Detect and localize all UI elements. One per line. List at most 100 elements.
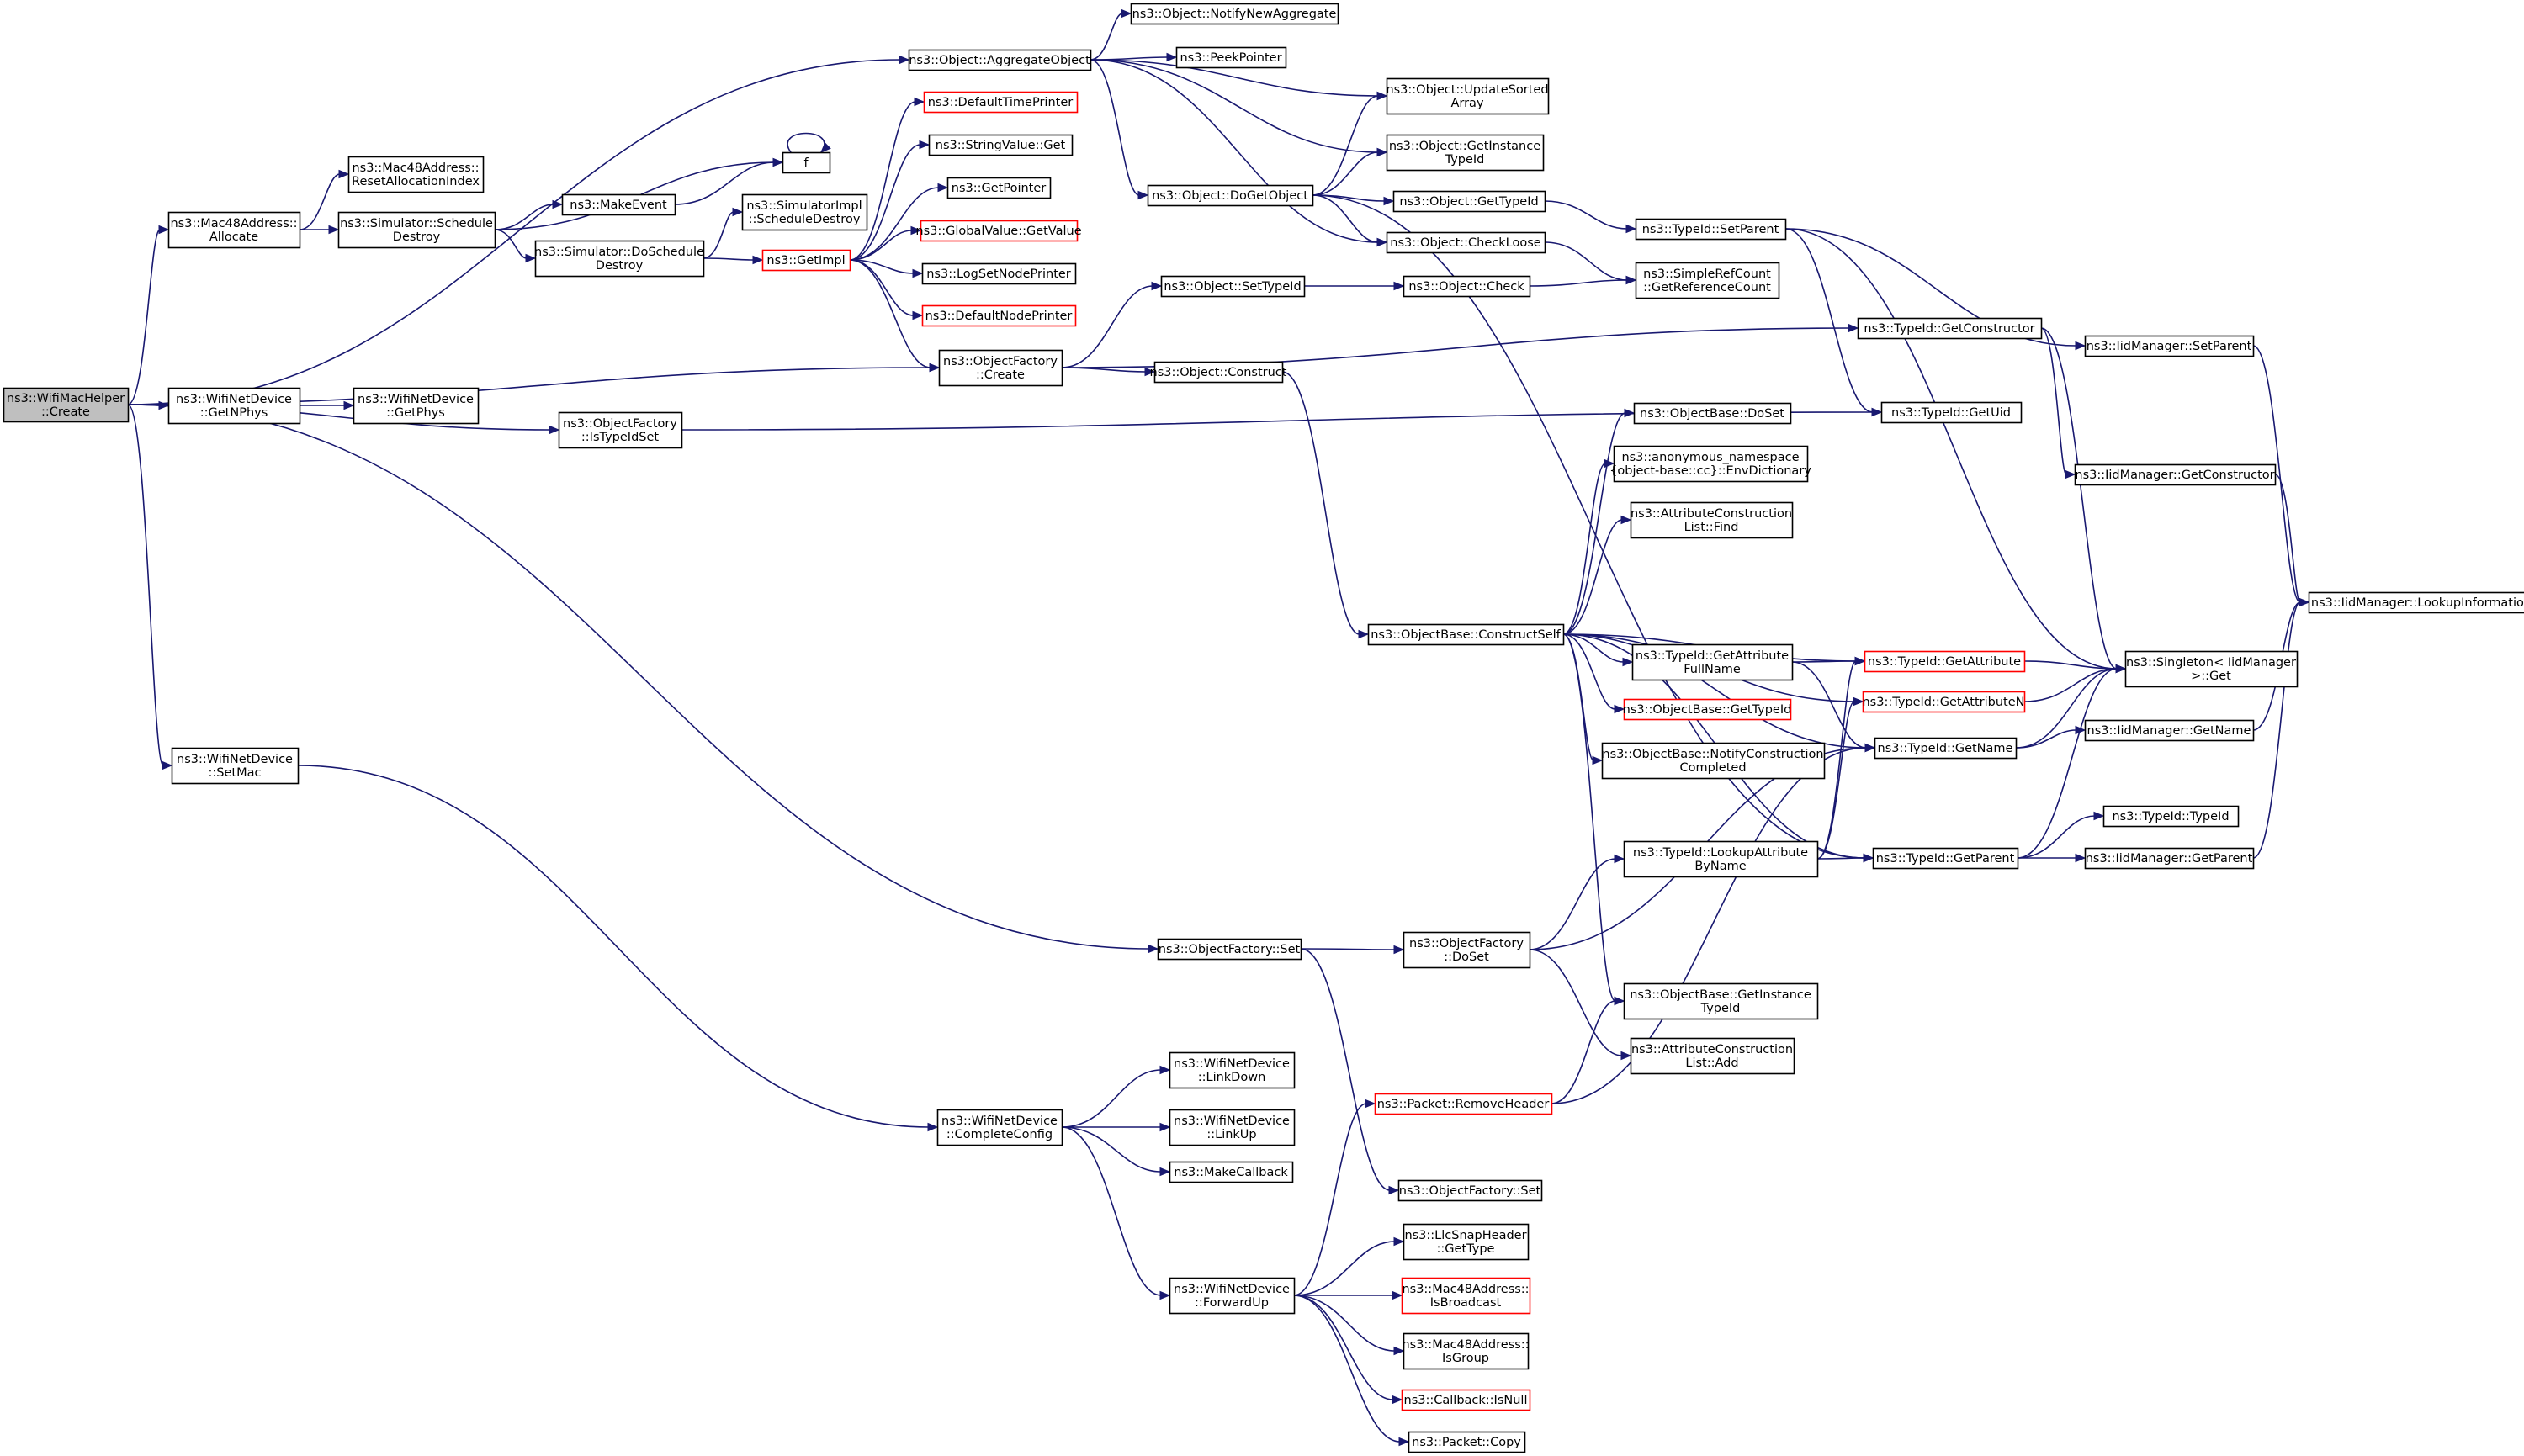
- node-iidgetparent[interactable]: ns3::IidManager::GetParent: [2084, 847, 2255, 870]
- node-checkloose[interactable]: ns3::Object::CheckLoose: [1386, 231, 1546, 254]
- node-getconstructor[interactable]: ns3::TypeId::GetConstructor: [1857, 317, 2043, 340]
- edge-lookupattrbyname-getparent: [1816, 853, 1874, 863]
- node-removeheader[interactable]: ns3::Packet::RemoveHeader: [1374, 1093, 1553, 1115]
- node-getimpl[interactable]: ns3::GetImpl: [761, 249, 851, 272]
- node-makeevent[interactable]: ns3::MakeEvent: [561, 193, 676, 216]
- node-box: [1872, 847, 2019, 870]
- node-root[interactable]: ns3::WifiMacHelper::Create: [3, 387, 130, 423]
- node-forwardup[interactable]: ns3::WifiNetDevice::ForwardUp: [1169, 1277, 1296, 1315]
- edge-constructself-obgetinstance: [1562, 633, 1625, 1006]
- edge-getparent-iidgetparent: [2018, 853, 2087, 863]
- node-completeconfig[interactable]: ns3::WifiNetDevice::CompleteConfig: [936, 1109, 1063, 1146]
- node-typeidgetname[interactable]: ns3::TypeId::GetName: [1874, 737, 2018, 760]
- node-ofset2[interactable]: ns3::ObjectFactory::Set: [1397, 1179, 1543, 1202]
- node-objsettypeid[interactable]: ns3::Object::SetTypeId: [1160, 275, 1306, 298]
- node-dogetobject[interactable]: ns3::Object::DoGetObject: [1147, 184, 1314, 207]
- node-envdict[interactable]: ns3::anonymous_namespace{object-base::cc…: [1609, 445, 1811, 483]
- node-label: ns3::Object::GetTypeId: [1399, 195, 1538, 209]
- node-simplerefcount[interactable]: ns3::SimpleRefCount::GetReferenceCount: [1635, 262, 1780, 299]
- edge-getconstructor-iidgetconstructor: [2040, 327, 2076, 479]
- node-isgroup[interactable]: ns3::Mac48Address::IsGroup: [1402, 1332, 1530, 1370]
- node-setparent[interactable]: ns3::TypeId::SetParent: [1635, 218, 1787, 241]
- node-getphys[interactable]: ns3::WifiNetDevice::GetPhys: [353, 387, 480, 425]
- node-label: ns3::TypeId::GetConstructor: [1864, 322, 2034, 336]
- node-ofcreate[interactable]: ns3::ObjectFactory::Create: [938, 349, 1063, 387]
- node-label: ns3::PeekPointer: [1180, 51, 1281, 65]
- node-resetalloc[interactable]: ns3::Mac48Address::ResetAllocationIndex: [347, 156, 485, 193]
- node-label: ns3::WifiNetDevice: [941, 1115, 1058, 1128]
- node-globalvalue[interactable]: ns3::GlobalValue::GetValue: [915, 220, 1082, 242]
- node-defnodeprinter[interactable]: ns3::DefaultNodePrinter: [921, 304, 1077, 327]
- node-getnphys[interactable]: ns3::WifiNetDevice::GetNPhys: [167, 387, 301, 425]
- node-linkup[interactable]: ns3::WifiNetDevice::LinkUp: [1169, 1109, 1296, 1146]
- node-istypeidset[interactable]: ns3::ObjectFactory::IsTypeIdSet: [558, 411, 683, 449]
- node-box: [353, 387, 480, 425]
- node-packetcopy[interactable]: ns3::Packet::Copy: [1408, 1431, 1526, 1453]
- node-getattributen[interactable]: ns3::TypeId::GetAttributeN: [1862, 691, 2026, 713]
- node-aggregate[interactable]: ns3::Object::AggregateObject: [908, 49, 1092, 71]
- node-scheduledestroy[interactable]: ns3::Simulator::ScheduleDestroy: [337, 211, 496, 249]
- node-iidsetparent[interactable]: ns3::IidManager::SetParent: [2084, 335, 2255, 357]
- node-label: ns3::WifiNetDevice: [176, 393, 292, 406]
- edge-scheduledestroy-makeevent: [494, 199, 564, 230]
- node-iidgetconstructor[interactable]: ns3::IidManager::GetConstructor: [2074, 463, 2277, 486]
- node-allocate[interactable]: ns3::Mac48Address::Allocate: [167, 211, 301, 249]
- node-getuid[interactable]: ns3::TypeId::GetUid: [1880, 401, 2023, 424]
- node-simimplschedule[interactable]: ns3::SimulatorImpl::ScheduleDestroy: [741, 193, 868, 231]
- node-box: [561, 193, 676, 216]
- node-label: ns3::Simulator::Schedule: [340, 217, 493, 230]
- node-box: [928, 134, 1074, 156]
- node-lookupinfo[interactable]: ns3::IidManager::LookupInformation: [2308, 591, 2524, 614]
- edge-getimpl-stringvalueget: [849, 140, 931, 261]
- edge-typeidgetname-iidgetname: [2015, 725, 2087, 749]
- node-label: ns3::Object::DoGetObject: [1152, 189, 1308, 203]
- node-label: Completed: [1679, 761, 1746, 775]
- node-label: ns3::IidManager::GetName: [2087, 724, 2251, 738]
- node-singleton[interactable]: ns3::Singleton< IidManager>::Get: [2124, 650, 2299, 688]
- node-objcheck[interactable]: ns3::Object::Check: [1403, 275, 1531, 298]
- node-label: ns3::Mac48Address::: [1402, 1338, 1529, 1352]
- node-setmac[interactable]: ns3::WifiNetDevice::SetMac: [171, 747, 300, 785]
- node-isnull[interactable]: ns3::Callback::IsNull: [1401, 1389, 1531, 1411]
- node-stringvalueget[interactable]: ns3::StringValue::Get: [928, 134, 1074, 156]
- node-makecallback[interactable]: ns3::MakeCallback: [1169, 1161, 1294, 1183]
- node-typeidtypeid[interactable]: ns3::TypeId::TypeId: [2102, 805, 2240, 828]
- node-isbroadcast[interactable]: ns3::Mac48Address::IsBroadcast: [1401, 1277, 1531, 1315]
- node-deftimeprinter[interactable]: ns3::DefaultTimePrinter: [923, 91, 1079, 114]
- node-box: [1169, 1277, 1296, 1315]
- node-notifynew[interactable]: ns3::Object::NotifyNewAggregate: [1130, 3, 1339, 25]
- node-getattribute[interactable]: ns3::TypeId::GetAttribute: [1864, 650, 2026, 673]
- node-objconstruct[interactable]: ns3::Object::Construct: [1150, 361, 1287, 384]
- node-objgettypeid[interactable]: ns3::Object::GetTypeId: [1392, 190, 1546, 213]
- edge-constructself-envdict: [1562, 458, 1615, 635]
- node-constructself[interactable]: ns3::ObjectBase::ConstructSelf: [1367, 623, 1565, 646]
- node-box: [167, 211, 301, 249]
- node-iidgetname[interactable]: ns3::IidManager::GetName: [2084, 719, 2255, 742]
- node-logsetnodeprinter[interactable]: ns3::LogSetNodePrinter: [921, 262, 1077, 285]
- node-box: [171, 747, 300, 785]
- node-obdoset[interactable]: ns3::ObjectBase::DoSet: [1633, 402, 1792, 425]
- node-f[interactable]: f: [782, 151, 831, 174]
- node-ofset[interactable]: ns3::ObjectFactory::Set: [1157, 938, 1302, 961]
- node-getpointer[interactable]: ns3::GetPointer: [946, 177, 1052, 199]
- node-label: ns3::ObjectBase::DoSet: [1640, 407, 1784, 421]
- node-linkdown[interactable]: ns3::WifiNetDevice::LinkDown: [1169, 1051, 1296, 1089]
- node-peek[interactable]: ns3::PeekPointer: [1175, 46, 1287, 69]
- node-box: [1169, 1109, 1296, 1146]
- edge-getimpl-logsetnodeprinter: [849, 259, 924, 278]
- node-getparent[interactable]: ns3::TypeId::GetParent: [1872, 847, 2019, 870]
- node-obgettypeid[interactable]: ns3::ObjectBase::GetTypeId: [1623, 698, 1792, 721]
- node-label: ns3::ObjectBase::NotifyConstruction: [1602, 748, 1823, 761]
- edge-getnphys-getphys: [300, 400, 355, 410]
- node-llcgettype[interactable]: ns3::LlcSnapHeader::GetType: [1403, 1223, 1530, 1261]
- node-ofdoset[interactable]: ns3::ObjectFactory::DoSet: [1403, 931, 1531, 969]
- node-notifyconstruction[interactable]: ns3::ObjectBase::NotifyConstructionCompl…: [1601, 742, 1826, 780]
